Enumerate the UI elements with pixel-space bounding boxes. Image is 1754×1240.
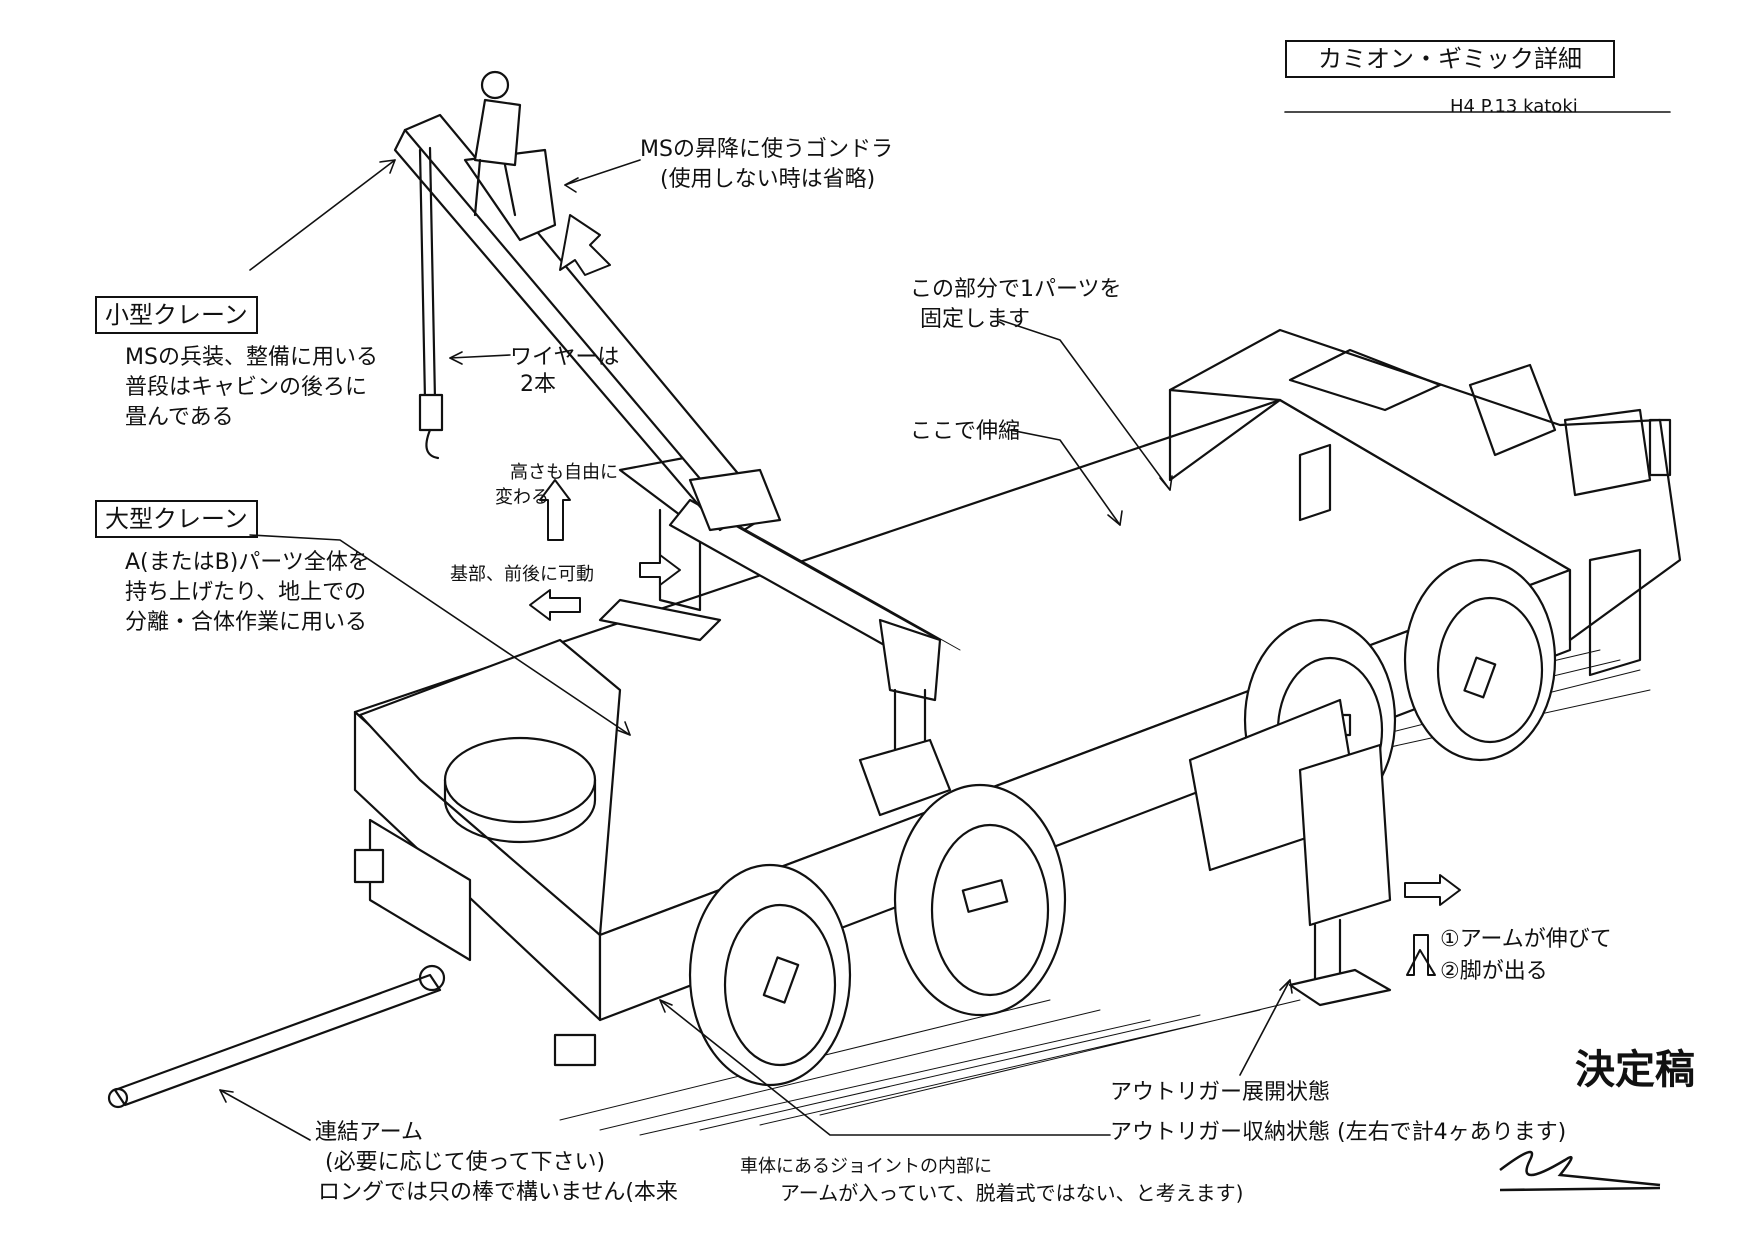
outrigger-deployed-label: アウトリガー展開状態 [1110, 1080, 1331, 1105]
link-arm [107, 964, 446, 1109]
approval-stamp: 決定稿 [1575, 1047, 1695, 1093]
extend-label: ここで伸縮 [910, 419, 1021, 444]
outrigger [1188, 698, 1392, 1007]
link-arm-note-2: ロングでは只の棒で構いません(本来 [318, 1180, 678, 1205]
small-crane-title: 小型クレーン [95, 296, 258, 334]
link-arm-note-1: (必要に応じて使って下さい) [325, 1150, 606, 1175]
fix-label-2: 固定します [920, 307, 1031, 332]
link-arm-label: 連結アーム [315, 1120, 424, 1145]
arrow-icon [529, 214, 1461, 976]
outrigger-stowed-label: アウトリガー収納状態 (左右で計4ヶあります) [1110, 1120, 1567, 1145]
cabin [1168, 328, 1682, 642]
height-label-1: 高さも自由に [510, 462, 618, 483]
small-crane-desc-3: 畳んである [125, 405, 234, 430]
height-label-2: 変わる [495, 487, 549, 508]
wire-label-1: ワイヤーは [510, 345, 620, 370]
gondola-label: MSの昇降に使うゴンドラ [640, 137, 893, 162]
outrigger-step-1: ①アームが伸びて [1440, 927, 1612, 952]
gondola-note: (使用しない時は省略) [660, 167, 876, 192]
fix-label-1: この部分で1パーツを [910, 277, 1122, 302]
sheet-title: カミオン・ギミック詳細 [1285, 40, 1615, 78]
outrigger-step-2: ②脚が出る [1440, 959, 1548, 984]
joint-note: 車体にあるジョイントの内部に [740, 1156, 992, 1177]
small-crane-desc-1: MSの兵装、整備に用いる [125, 345, 378, 370]
small-crane-desc-2: 普段はキャビンの後ろに [125, 375, 368, 400]
base-move-label: 基部、前後に可動 [450, 564, 594, 585]
wire-label-2: 2本 [520, 372, 556, 397]
signature-icon [1499, 1150, 1661, 1192]
large-crane-desc-2: 持ち上げたり、地上での [125, 580, 367, 605]
turntable [443, 736, 597, 824]
large-crane-title: 大型クレーン [95, 500, 258, 538]
small-crane [393, 70, 782, 532]
sheet-reference: H4 P.13 katoki [1450, 96, 1578, 117]
large-crane-desc-3: 分離・合体作業に用いる [125, 610, 368, 635]
large-crane-desc-1: A(またはB)パーツ全体を [125, 550, 370, 575]
arm-note: アームが入っていて、脱着式ではない、と考えます) [780, 1181, 1244, 1205]
